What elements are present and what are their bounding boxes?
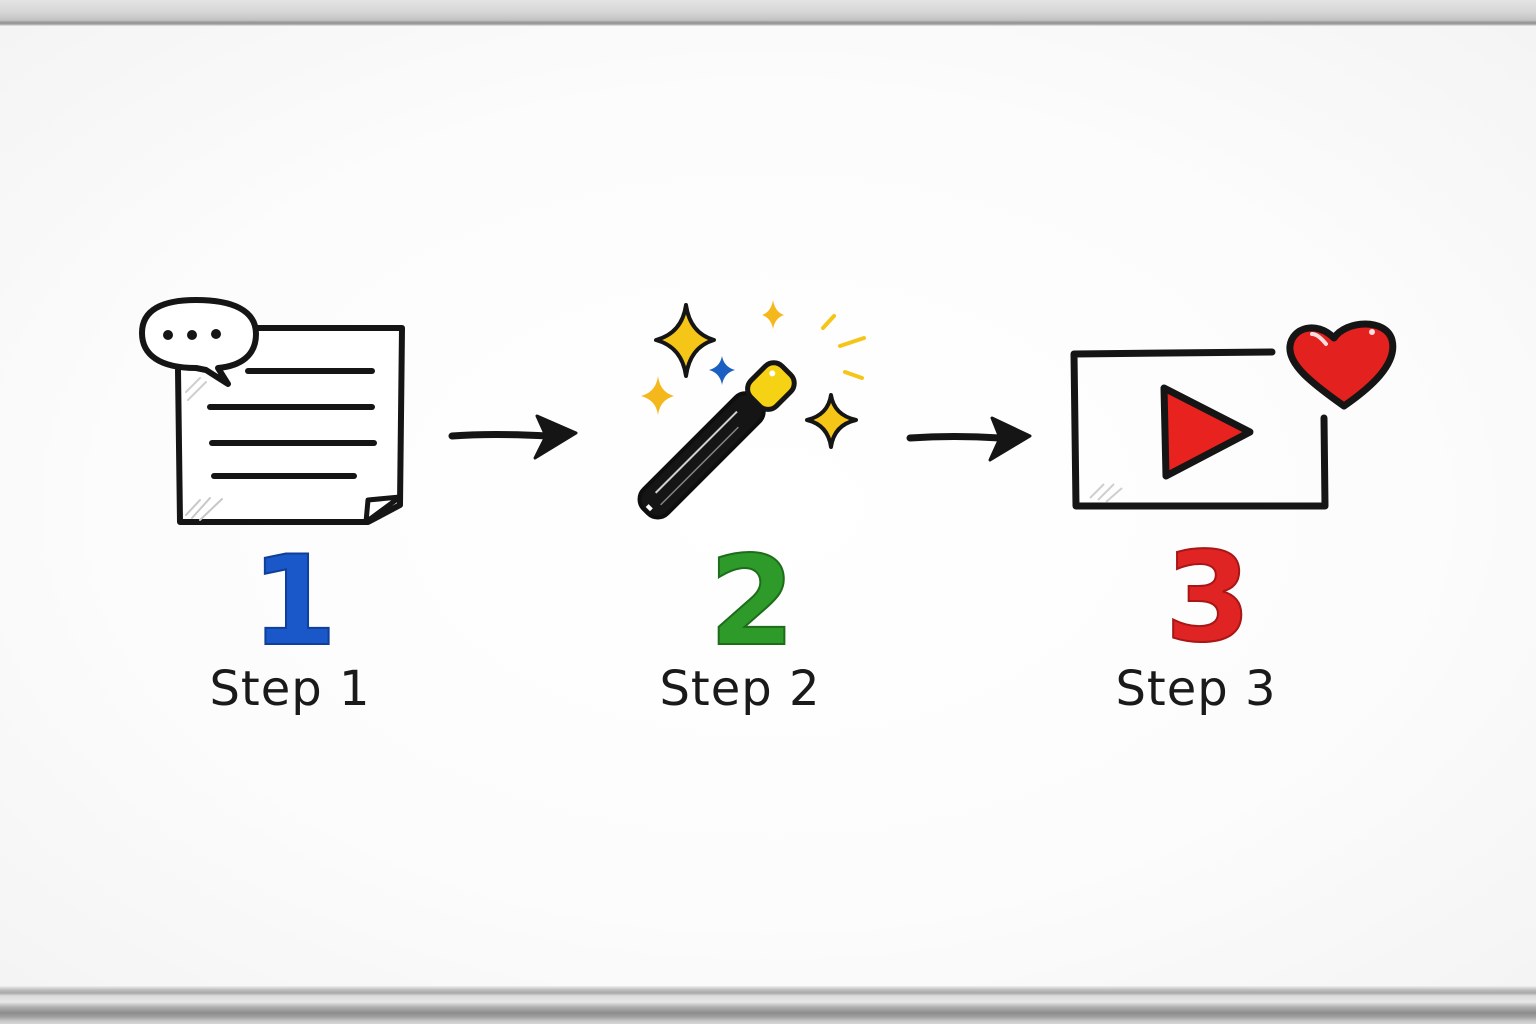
- step-1-label: Step 1: [209, 661, 371, 717]
- magic-wand-with-sparkles-icon: [637, 300, 866, 520]
- arrow-right-icon: [906, 416, 1032, 462]
- step-2-number: 2: [662, 539, 842, 665]
- document-with-speech-bubble-icon: [139, 297, 405, 525]
- step-3-number: 3: [1118, 535, 1298, 661]
- step-2-number-text: 2: [708, 530, 796, 674]
- step-1-number-text: 1: [250, 530, 338, 674]
- video-play-with-heart-icon: [1070, 320, 1397, 510]
- arrow-right-icon: [448, 414, 578, 460]
- step-2-label: Step 2: [659, 661, 821, 717]
- whiteboard-frame-top: [0, 0, 1536, 26]
- step-1-number: 1: [204, 539, 384, 665]
- step-3-label: Step 3: [1115, 661, 1277, 717]
- whiteboard-frame-bottom: [0, 986, 1536, 1024]
- step-3-number-text: 3: [1164, 526, 1252, 670]
